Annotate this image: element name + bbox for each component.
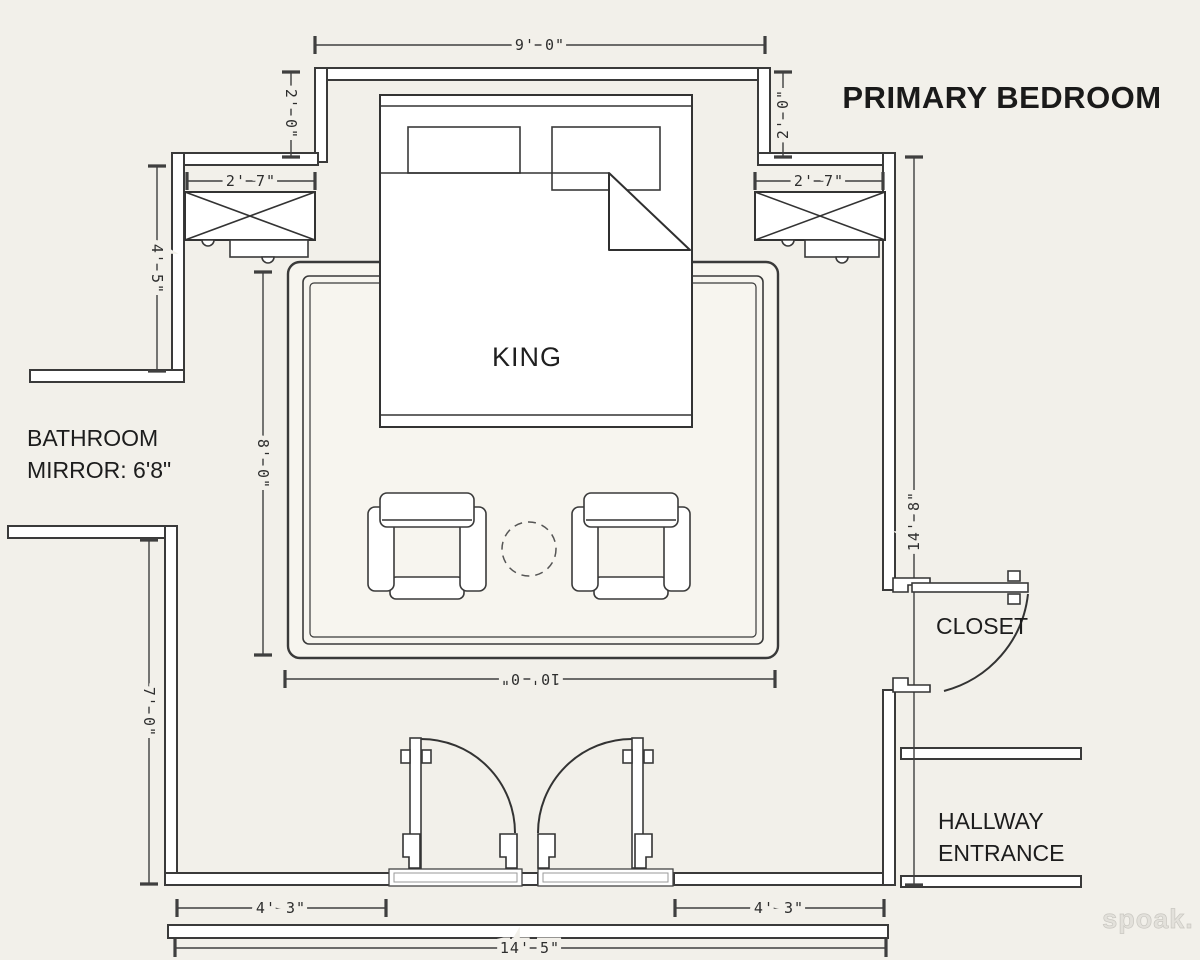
door-hinge: [421, 749, 432, 764]
door-threshold-inner: [542, 872, 669, 883]
door-hinge: [643, 749, 654, 764]
bed-pillow-right: [551, 126, 661, 191]
door-hinge: [622, 749, 633, 764]
door-swing-arc: [420, 738, 516, 834]
walls: [7, 67, 1082, 939]
wall-hallway-top: [900, 747, 1082, 760]
closet-label: CLOSET: [936, 613, 1028, 639]
wall-upper-right: [757, 152, 896, 166]
page-title: PRIMARY BEDROOM: [842, 80, 1161, 115]
dim-label: 7' 0": [140, 687, 158, 737]
bed-king[interactable]: KING: [379, 94, 693, 428]
wall-hallway-bottom: [900, 875, 1082, 888]
wall-right-upper: [882, 152, 896, 591]
door-stop: [537, 833, 556, 869]
wall-left-upper: [171, 152, 185, 383]
dim-bottom-wall: 14' 5": [173, 935, 888, 960]
armchair-right[interactable]: [571, 492, 691, 600]
nightstand-knob: [261, 256, 275, 264]
round-side-table[interactable]: [501, 521, 557, 577]
hallway-label-line1: HALLWAY: [938, 808, 1044, 834]
door-stop: [634, 833, 653, 869]
spoak-watermark: spoak.: [1102, 904, 1194, 934]
nightstand-knob: [201, 239, 215, 247]
hallway-label: HALLWAY ENTRANCE: [938, 808, 1065, 866]
bathroom-label-line2: MIRROR: 6'8": [27, 457, 171, 483]
door-threshold: [537, 868, 674, 887]
wall-lower-parallel: [167, 924, 889, 939]
dim-label: 2' 0": [282, 89, 300, 139]
wall-upper-left: [171, 152, 319, 166]
closet-door-hinge: [1007, 570, 1021, 582]
dim-label: 2' 0": [774, 89, 792, 139]
wall-top: [314, 67, 771, 81]
dim-label: 2' 7": [226, 172, 276, 190]
wall-bottom-left: [164, 872, 391, 886]
armchair-back: [583, 492, 679, 528]
door-right[interactable]: [537, 737, 674, 887]
bed-label: KING: [492, 342, 562, 372]
wall-right-lower: [882, 689, 896, 886]
dim-label: 8' 0": [254, 439, 272, 489]
wall-bottom-right: [673, 872, 896, 886]
dim-label: 2' 7": [794, 172, 844, 190]
armchair-seat: [593, 576, 669, 600]
wall-bathroom-bottom: [7, 525, 178, 539]
wall-bathroom-top: [29, 369, 185, 383]
nightstand-right[interactable]: [754, 191, 886, 264]
door-swing-arc: [537, 738, 633, 834]
nightstand-x: [754, 191, 886, 241]
closet-jamb-bottom: [892, 677, 931, 693]
door-stop: [402, 833, 421, 869]
bed-pillow-left: [407, 126, 521, 174]
door-left[interactable]: [388, 737, 523, 887]
hallway-label-line2: ENTRANCE: [938, 840, 1065, 866]
dim-label: 14' 8": [905, 491, 923, 551]
nightstand-knob: [781, 239, 795, 247]
bed-blanket-fold: [608, 172, 691, 251]
dim-label: 4' 5": [148, 244, 166, 294]
door-threshold-inner: [393, 872, 518, 883]
dim-label: 9' 0": [515, 36, 565, 54]
dim-label: 4' 3": [256, 899, 306, 917]
door-threshold: [388, 868, 523, 887]
wall-bottom-center-stub: [520, 872, 539, 886]
closet-door[interactable]: [892, 570, 1029, 693]
dim-label: 10' 0": [500, 670, 560, 688]
wall-left-lower: [164, 525, 178, 886]
closet-swing-arc: [943, 593, 1029, 692]
closet-door-hinge: [1007, 593, 1021, 605]
armchair-left[interactable]: [367, 492, 487, 600]
nightstand-left[interactable]: [184, 191, 316, 264]
nightstand-knob: [835, 256, 849, 264]
closet-door-leaf: [911, 582, 1029, 593]
bathroom-label: BATHROOM MIRROR: 6'8": [27, 425, 171, 483]
wall-jog-left: [314, 67, 328, 163]
nightstand-drawer: [804, 239, 880, 258]
wall-jog-right: [757, 67, 771, 163]
door-stop: [499, 833, 518, 869]
dim-label: 14' 5": [500, 939, 560, 957]
dim-label: 4' 3": [754, 899, 804, 917]
nightstand-drawer: [229, 239, 309, 258]
armchair-seat: [389, 576, 465, 600]
dim-left-door: 4' 3": [175, 895, 388, 922]
door-hinge: [400, 749, 411, 764]
bathroom-label-line1: BATHROOM: [27, 425, 158, 451]
nightstand-x: [184, 191, 316, 241]
armchair-back: [379, 492, 475, 528]
